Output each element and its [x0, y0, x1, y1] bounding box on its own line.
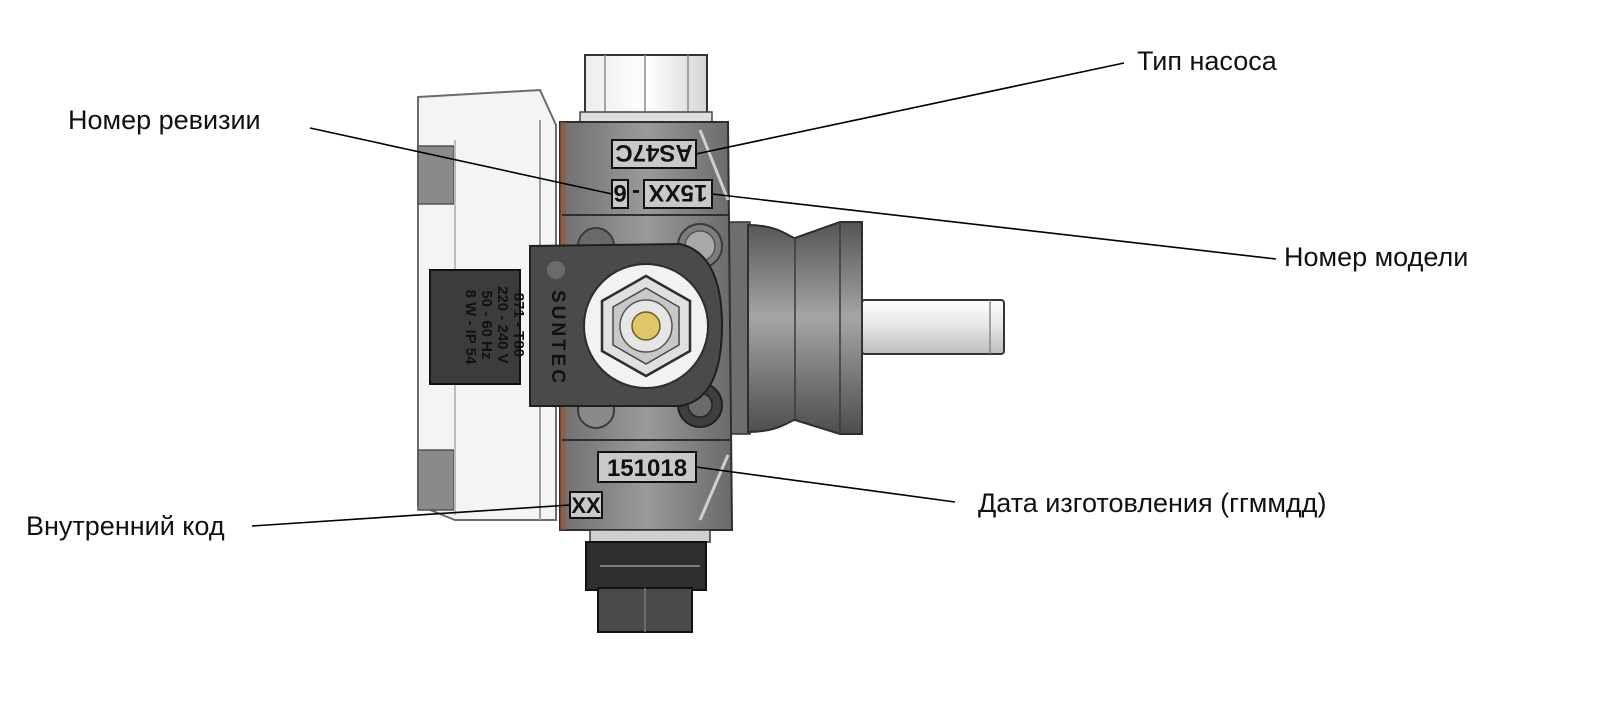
- brand-label: SUNTEC: [547, 290, 568, 386]
- pump-type-tag: AS47C: [611, 139, 697, 169]
- coil-line-4: 8 W - IP 54: [462, 290, 479, 365]
- svg-text:871 - T80 220 - 240 V: 871 - T80 220 - 240 V 50 - 60 Hz 8 W - I…: [462, 286, 527, 368]
- coil-line-2: 220 - 240 V: [494, 286, 511, 364]
- coil-rating-plate: 871 - T80 220 - 240 V 50 - 60 Hz 8 W - I…: [429, 269, 527, 385]
- pump-illustration: SUNTEC 871 - T80 220 - 240 V 50 - 60 Hz …: [417, 54, 1005, 633]
- top-fitting: [579, 54, 713, 125]
- model-separator: -: [632, 179, 640, 206]
- brand-logo-icon: [547, 261, 565, 279]
- callout-manufacture-date: Дата изготовления (ггммдд): [978, 488, 1326, 518]
- callout-model-number: Номер модели: [1284, 242, 1468, 272]
- callout-labels: Тип насоса Номер ревизии Номер модели Да…: [26, 46, 1468, 541]
- coil-nut: [583, 263, 709, 389]
- callout-revision-number: Номер ревизии: [68, 105, 261, 135]
- coil-line-3: 50 - 60 Hz: [478, 290, 495, 359]
- internal-code-tag: XX: [569, 491, 603, 519]
- leader-pump-type: [695, 62, 1125, 155]
- leader-model: [711, 193, 1277, 260]
- internal-code-mark: XX: [571, 493, 601, 518]
- pump-type-code: AS47C: [615, 139, 692, 166]
- revision-code: 6: [613, 179, 626, 206]
- leader-revision: [309, 127, 613, 195]
- drive-shaft-assembly: [725, 221, 1005, 435]
- model-tag: 6 - 15XX: [611, 179, 713, 209]
- date-code: 151018: [607, 455, 687, 482]
- callout-pump-type: Тип насоса: [1137, 46, 1278, 76]
- date-tag: 151018: [597, 451, 697, 483]
- model-code: 15XX: [649, 179, 708, 206]
- leader-date: [695, 466, 956, 503]
- bottom-fitting: [585, 529, 711, 633]
- leader-lines: [251, 62, 1277, 527]
- coil-line-1: 871 - T80: [510, 293, 527, 357]
- leader-internal-code: [251, 504, 571, 527]
- callout-internal-code: Внутренний код: [26, 511, 225, 541]
- coil-pin: [631, 311, 661, 341]
